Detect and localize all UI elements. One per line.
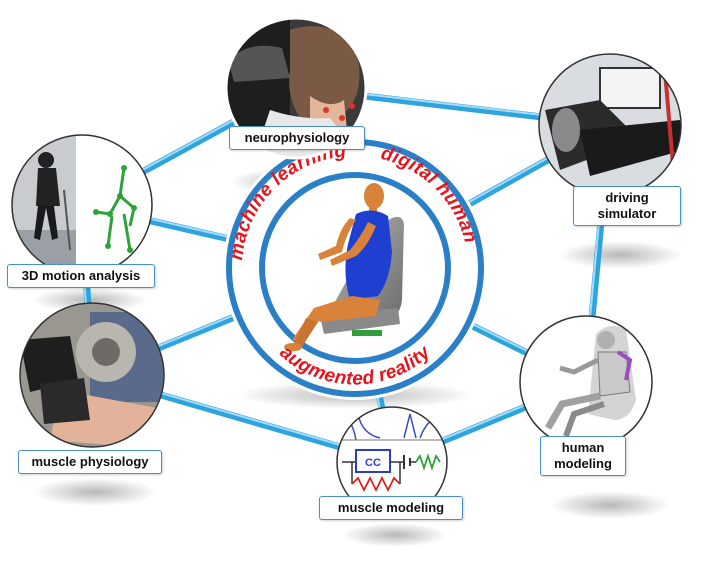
digital-human-manikin [284,183,404,352]
node-label-3d-motion-analysis: 3D motion analysis [7,264,155,288]
muscle-physiology-photo [19,302,165,448]
node-label-driving-simulator: driving simulator [573,186,681,226]
motion-analysis-text: 3D motion analysis [21,268,141,283]
driving-simulator-text-line2: simulator [597,206,657,221]
node-label-muscle-modeling: muscle modeling [319,496,463,520]
driving-simulator-text-line1: driving [605,190,649,205]
neurophysiology-text: neurophysiology [244,130,350,145]
human-modeling-photo [519,315,653,449]
muscle-modeling-text: muscle modeling [337,500,445,515]
human-modeling-text-line1: human [561,440,605,455]
node-label-neurophysiology: neurophysiology [229,126,365,150]
central-hub: machine learning digital human augmented… [223,136,487,400]
node-label-human-modeling: human modeling [540,436,626,476]
node-label-muscle-physiology: muscle physiology [18,450,162,474]
human-modeling-text-line2: modeling [554,456,612,471]
contractile-element-label: CC [365,457,381,469]
muscle-physiology-text: muscle physiology [31,454,149,469]
motion-analysis-photo [11,134,153,276]
driving-simulator-photo [538,53,682,197]
